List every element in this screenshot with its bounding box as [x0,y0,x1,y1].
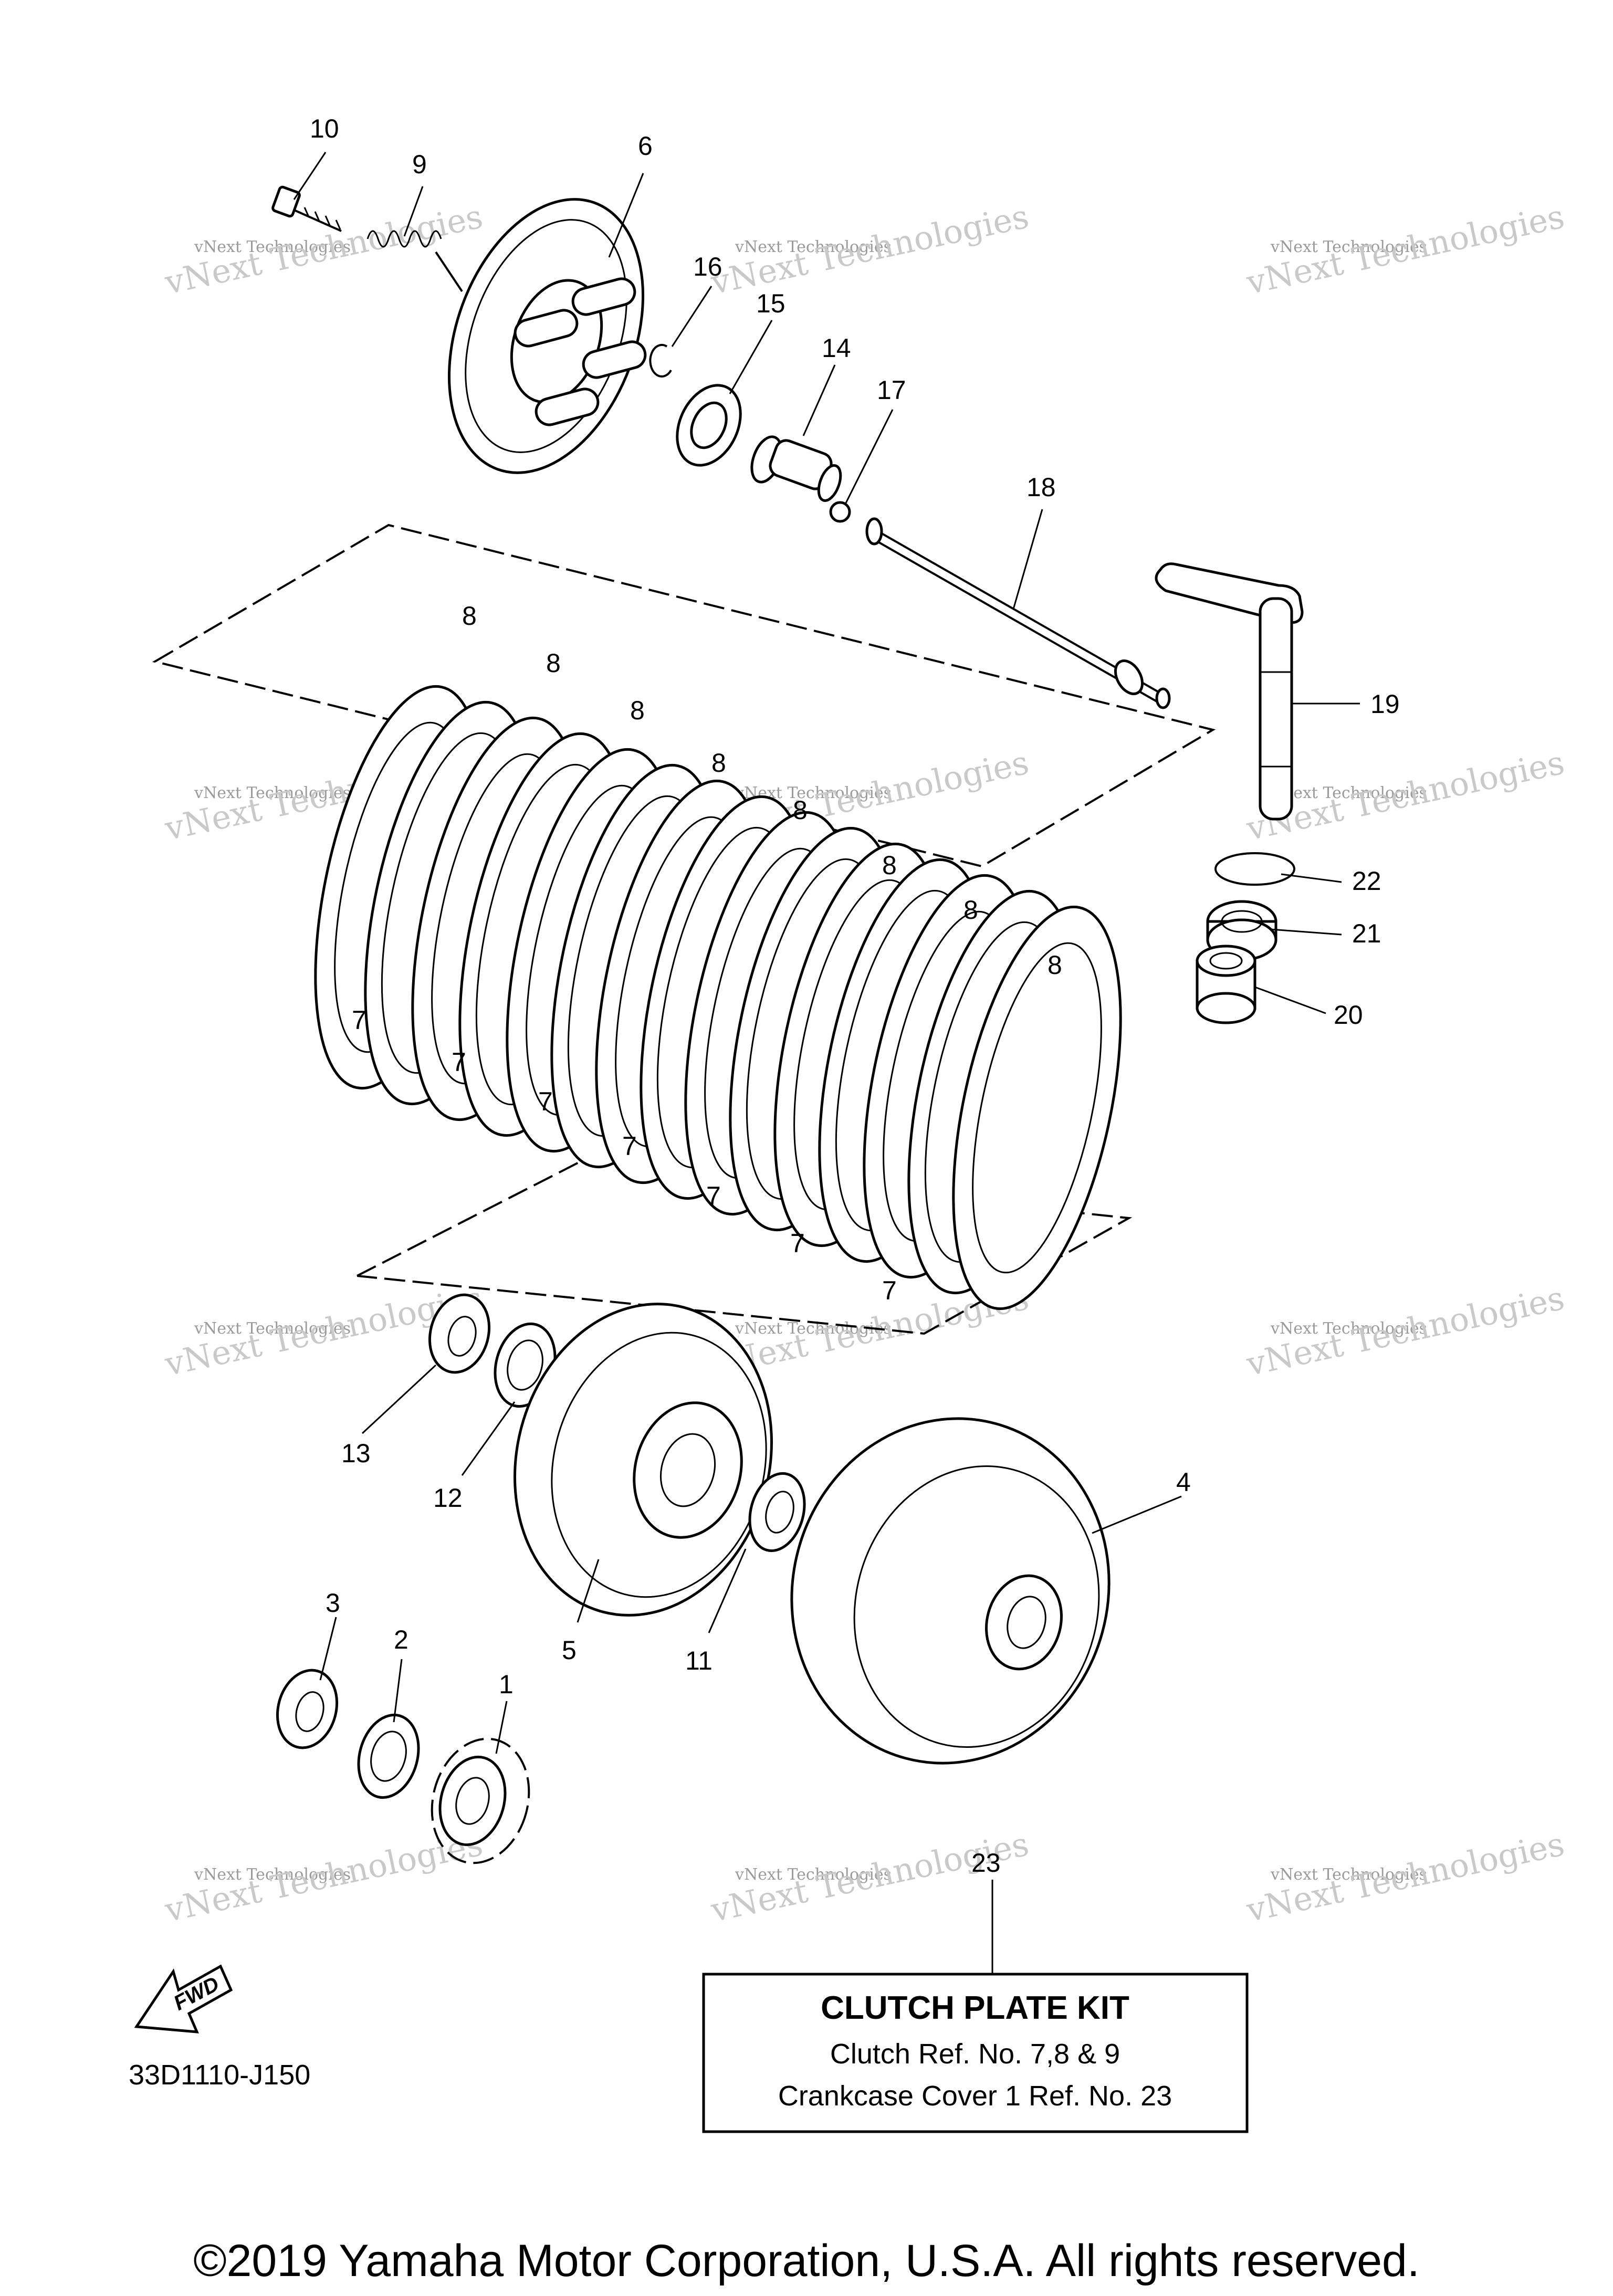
part-13-nut [428,1293,491,1374]
callout-16: 16 [693,252,722,281]
leader-lines [293,152,1360,1974]
part-3-nut [276,1669,339,1749]
kit-box-line-2: Crankcase Cover 1 Ref. No. 23 [778,2080,1172,2112]
part-14-push-rod-1 [750,435,842,502]
fwd-arrow-icon: FWD [134,1964,233,2033]
callout-13: 13 [341,1439,371,1468]
callout-14: 14 [822,333,851,363]
callout-8: 8 [963,895,978,925]
part-11-thrust-washer [748,1472,806,1553]
kit-box-title: CLUTCH PLATE KIT [821,1990,1129,2026]
clutch-plates-stack [314,685,1122,1310]
part-17-ball [829,501,851,523]
plate-stack-dashed-box [152,523,1216,868]
svg-text:vNext Technologies: vNext Technologies [1270,1319,1427,1338]
callout-22: 22 [1352,866,1381,896]
clutch-plate-kit-box: CLUTCH PLATE KIT Clutch Ref. No. 7,8 & 9… [702,1973,1249,2133]
part-18-push-rod-2 [865,517,1171,709]
callout-7: 7 [352,1005,366,1035]
callout-8: 8 [711,748,726,778]
watermark-bottom-right: vNext Technologies vNext Technologies [1243,1825,1568,1930]
callout-18: 18 [1027,473,1056,502]
callout-23: 23 [971,1848,1001,1878]
watermark-bottom-left: vNext Technologies vNext Technologies [161,1825,486,1930]
callout-8: 8 [630,696,645,725]
callout-17: 17 [877,375,906,405]
part-19-push-lever-shaft [1155,562,1304,821]
callout-9: 9 [412,150,427,179]
callout-12: 12 [433,1483,463,1513]
callout-11: 11 [685,1646,713,1675]
callout-7: 7 [622,1131,637,1161]
svg-text:vNext Technologies: vNext Technologies [1270,238,1427,256]
callout-8: 8 [546,648,561,678]
callout-8: 8 [462,601,477,631]
watermark-top-left: vNext Technologies vNext Technologies [161,197,486,302]
svg-text:vNext Technologies: vNext Technologies [194,238,351,256]
part-16-circlip [649,344,672,378]
part-5-clutch-boss [514,1303,773,1617]
svg-text:vNext Technologies: vNext Technologies [194,784,351,802]
callout-10: 10 [310,114,339,143]
plate-friction [952,905,1122,1310]
svg-text:vNext Technologies: vNext Technologies [735,1865,892,1884]
callout-21: 21 [1352,919,1381,948]
watermark-low-right: vNext Technologies vNext Technologies [1243,1278,1568,1383]
part-4-clutch-housing [790,1417,1111,1765]
callout-6: 6 [638,131,653,161]
svg-text:vNext Technologies: vNext Technologies [1270,784,1427,802]
svg-text:vNext Technologies: vNext Technologies [194,1865,351,1884]
callout-3: 3 [326,1588,340,1618]
callout-7: 7 [790,1229,805,1258]
svg-text:vNext Technologies: vNext Technologies [194,1319,351,1338]
part-15-bearing [676,384,742,467]
callout-5: 5 [562,1635,577,1665]
callouts: 10 9 6 16 15 14 17 18 19 22 21 20 8 8 8 … [310,114,1400,1878]
part-10-bolt [271,185,342,232]
kit-box-line-1: Clutch Ref. No. 7,8 & 9 [830,2038,1120,2070]
callout-20: 20 [1334,1000,1363,1030]
svg-text:vNext Technologies: vNext Technologies [735,238,892,256]
diagram-code: 33D1110-J150 [129,2059,310,2091]
svg-text:vNext Technologies: vNext Technologies [1270,1865,1427,1884]
callout-15: 15 [756,289,785,318]
part-21-oil-seal [1206,900,1277,961]
callout-19: 19 [1370,689,1400,719]
watermark-top-center: vNext Technologies vNext Technologies [707,197,1032,302]
part-6-pressure-plate [447,198,647,474]
part-9-spring [366,230,463,292]
callout-4: 4 [1176,1467,1191,1497]
part-2-washer [357,1713,420,1799]
callout-8: 8 [793,795,808,825]
callout-2: 2 [394,1625,409,1654]
callout-1: 1 [499,1670,514,1699]
callout-7: 7 [882,1276,897,1305]
callout-7: 7 [538,1087,553,1116]
part-20-bearing [1196,945,1256,1024]
callout-7: 7 [452,1047,466,1077]
part-1-gear [431,1737,530,1864]
callout-8: 8 [882,851,897,880]
part-22-circlip [1214,852,1295,886]
callout-7: 7 [706,1181,721,1211]
copyright-notice: ©2019 Yamaha Motor Corporation, U.S.A. A… [193,2236,1420,2286]
watermark-top-right: vNext Technologies vNext Technologies [1243,197,1568,302]
hub-dashed-box [357,1159,1133,1335]
callout-8: 8 [1048,950,1062,980]
